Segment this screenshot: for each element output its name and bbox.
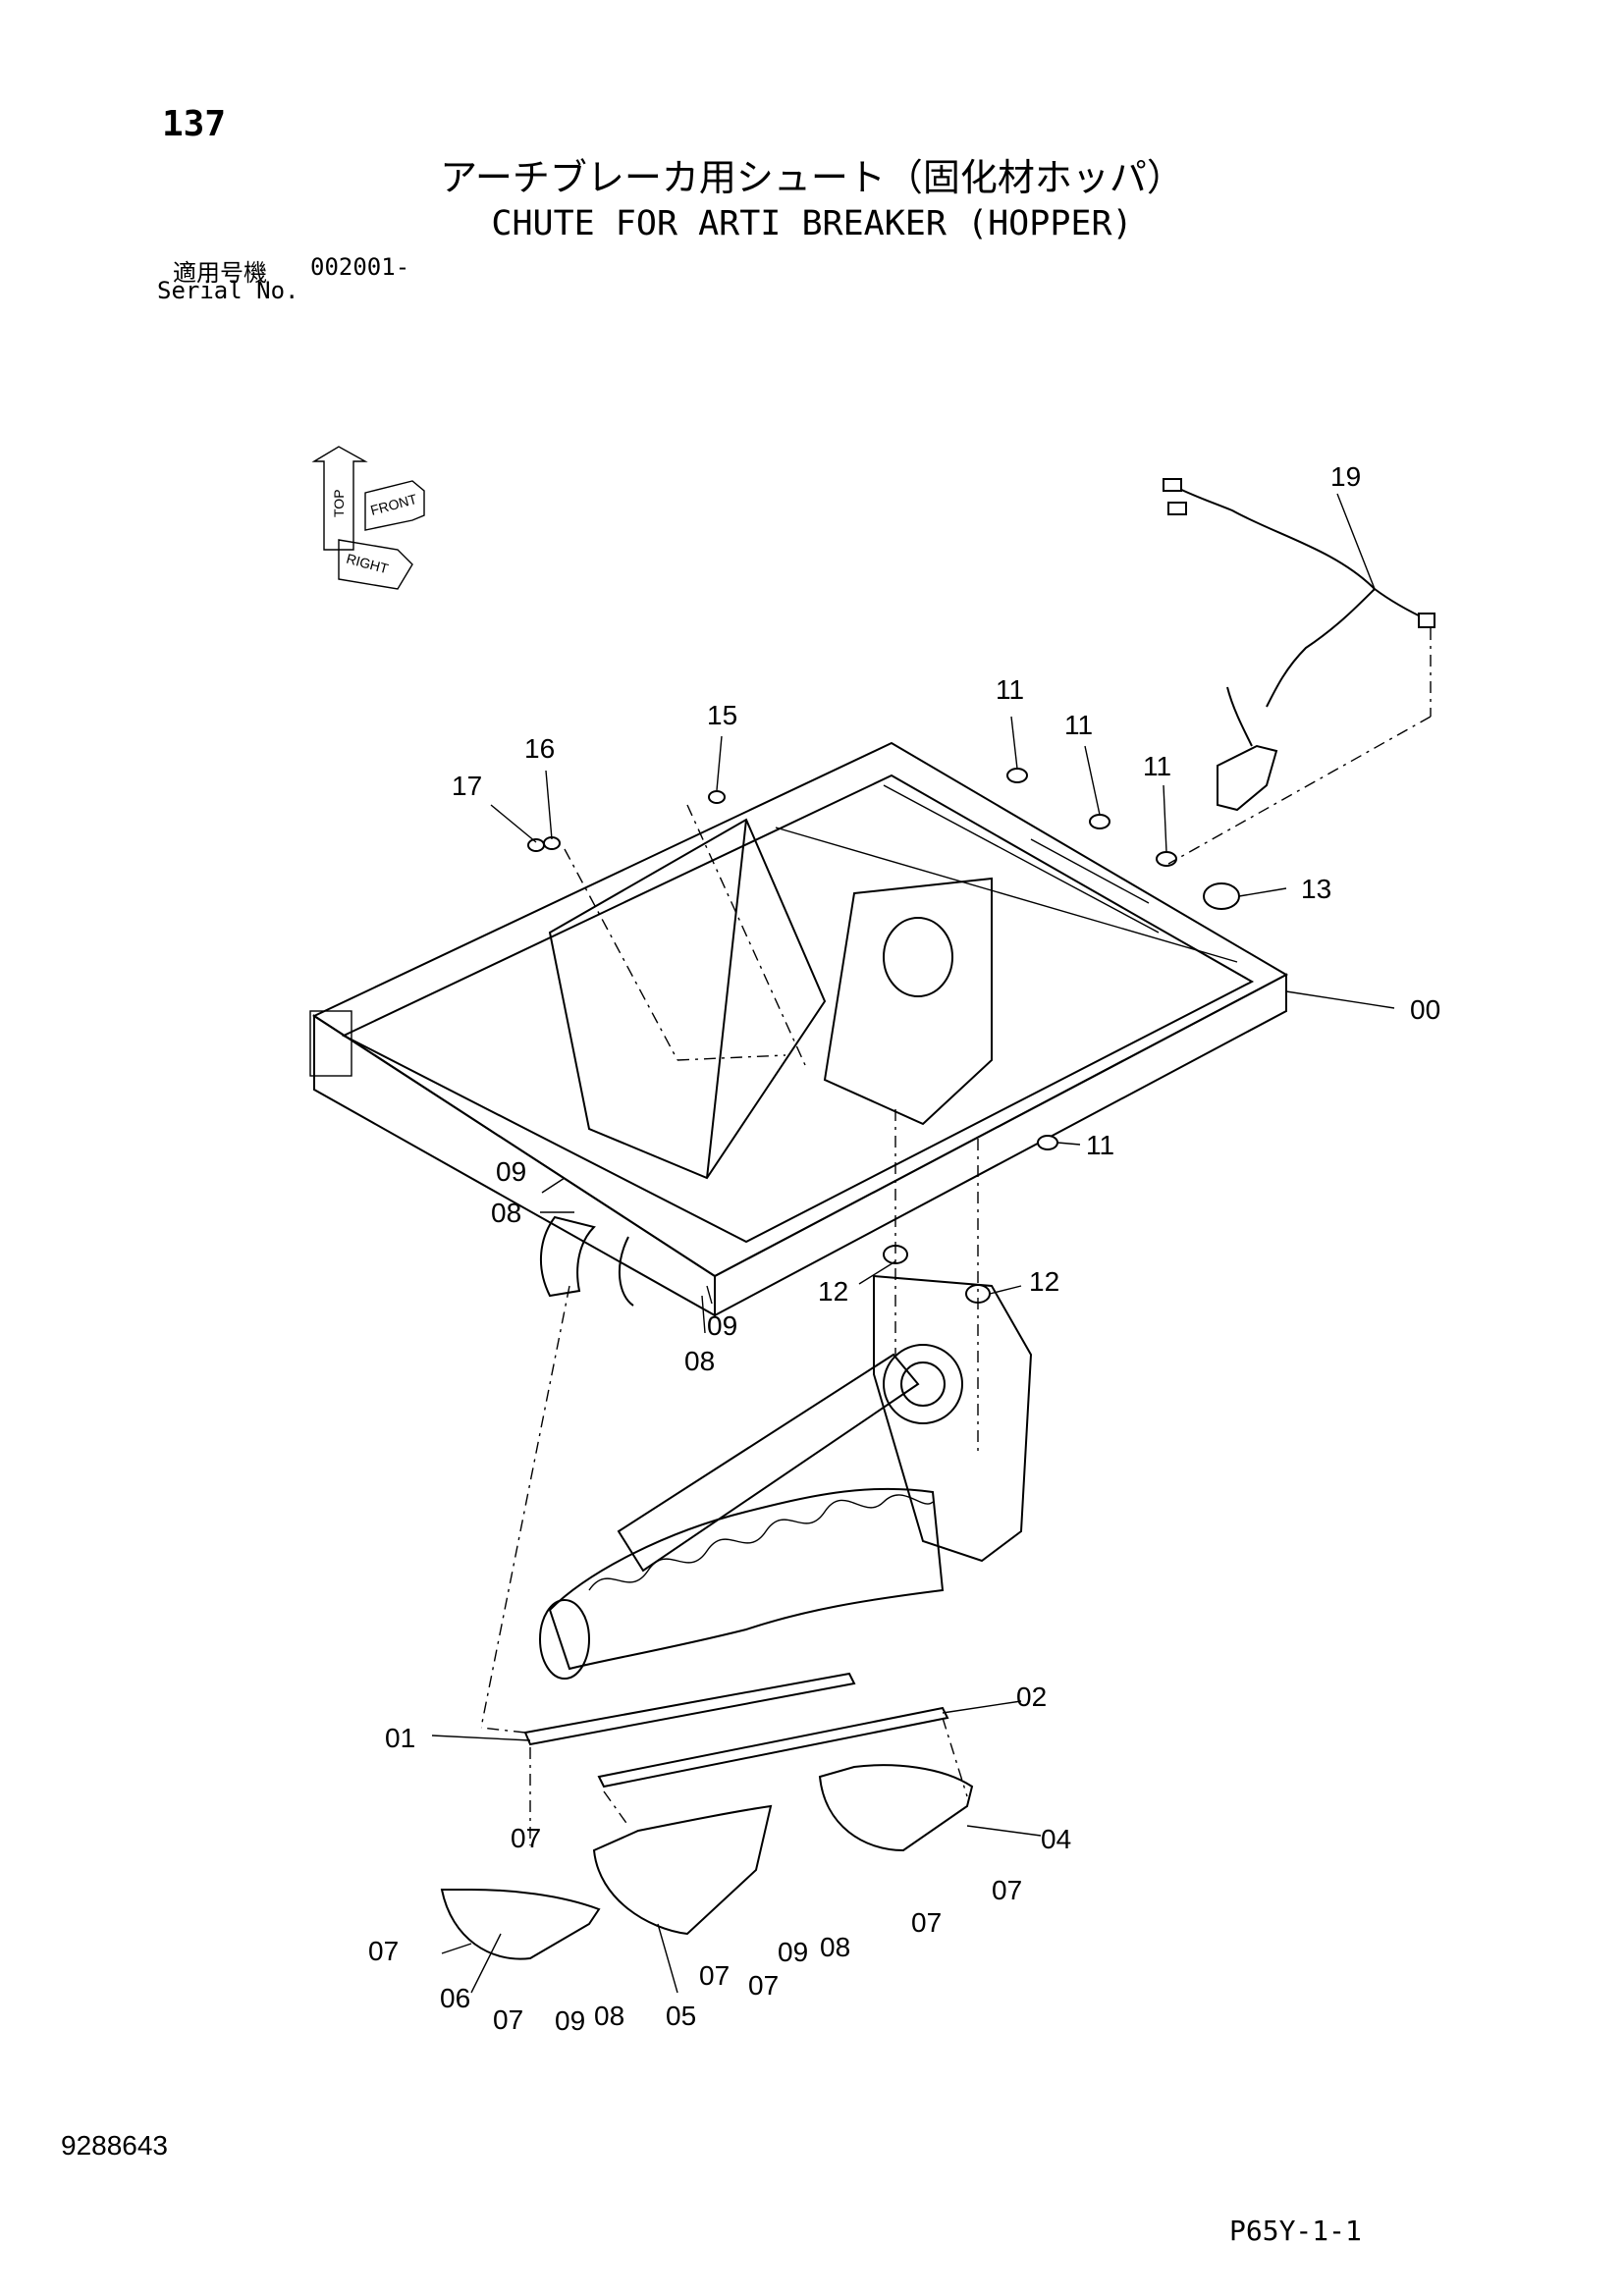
serial-value: 002001-	[310, 253, 410, 281]
callout-19: 19	[1330, 461, 1361, 492]
callout-02: 02	[1016, 1682, 1047, 1712]
bracket-arc	[618, 1236, 634, 1307]
callout-07-f: 07	[748, 1970, 779, 2001]
callout-15: 15	[707, 700, 737, 730]
document-number: 9288643	[61, 2130, 169, 2161]
bracket-left	[539, 1215, 596, 1298]
callout-04: 04	[1041, 1824, 1071, 1854]
orientation-label-right: RIGHT	[345, 551, 391, 577]
callout-09-b: 09	[707, 1310, 737, 1341]
serial-label-japanese: 適用号機	[173, 259, 267, 287]
page-title-english: CHUTE FOR ARTI BREAKER (HOPPER)	[491, 204, 1133, 243]
callout-06: 06	[440, 1983, 470, 2013]
callout-09-a: 09	[496, 1156, 526, 1187]
page-title-japanese: アーチブレーカ用シュート（固化材ホッパ）	[440, 156, 1184, 199]
callout-labels: 19 15 16 17 11 11 11 13 00 11 09 08 12 1…	[368, 461, 1440, 2036]
callout-11-d: 11	[1086, 1130, 1114, 1160]
callout-07-a: 07	[511, 1823, 541, 1853]
callout-08-c: 08	[820, 1932, 850, 1962]
callout-05: 05	[666, 2001, 696, 2031]
callout-08-d: 08	[594, 2001, 624, 2031]
callout-11-b: 11	[1064, 710, 1093, 740]
callout-11-a: 11	[996, 674, 1024, 705]
callout-09-d: 09	[555, 2005, 585, 2036]
bottom-plates	[523, 1672, 949, 1789]
orientation-label-front: FRONT	[369, 491, 419, 518]
callout-17: 17	[452, 771, 482, 801]
callout-07-b: 07	[992, 1875, 1022, 1905]
wire-harness	[1163, 478, 1435, 812]
callout-07-g: 07	[493, 2004, 523, 2035]
hopper-frame	[309, 741, 1289, 1317]
callout-07-e: 07	[699, 1960, 730, 1991]
orientation-arrows-icon: TOP FRONT RIGHT	[311, 446, 425, 590]
callout-07-d: 07	[368, 1936, 399, 1966]
callout-12-a: 12	[818, 1276, 848, 1307]
orientation-label-top: TOP	[331, 489, 347, 517]
callout-00: 00	[1410, 994, 1440, 1025]
page-code: P65Y-1-1	[1229, 2215, 1362, 2247]
callout-12-b: 12	[1029, 1266, 1059, 1297]
page-number: 137	[162, 104, 227, 144]
callout-09-c: 09	[778, 1937, 808, 1967]
callout-07-c: 07	[911, 1907, 942, 1938]
callout-08-a: 08	[491, 1198, 521, 1228]
callout-11-c: 11	[1143, 751, 1171, 781]
callout-13: 13	[1301, 874, 1331, 904]
assembly-lines	[480, 628, 1432, 1845]
leader-lines	[431, 493, 1395, 1994]
covers	[440, 1764, 974, 1960]
callout-16: 16	[524, 733, 555, 764]
small-parts	[527, 768, 1240, 1304]
screw-conveyor	[539, 1274, 1033, 1680]
callout-08-b: 08	[684, 1346, 715, 1376]
serial-label-english: Serial No.	[157, 277, 299, 304]
callout-01: 01	[385, 1723, 415, 1753]
